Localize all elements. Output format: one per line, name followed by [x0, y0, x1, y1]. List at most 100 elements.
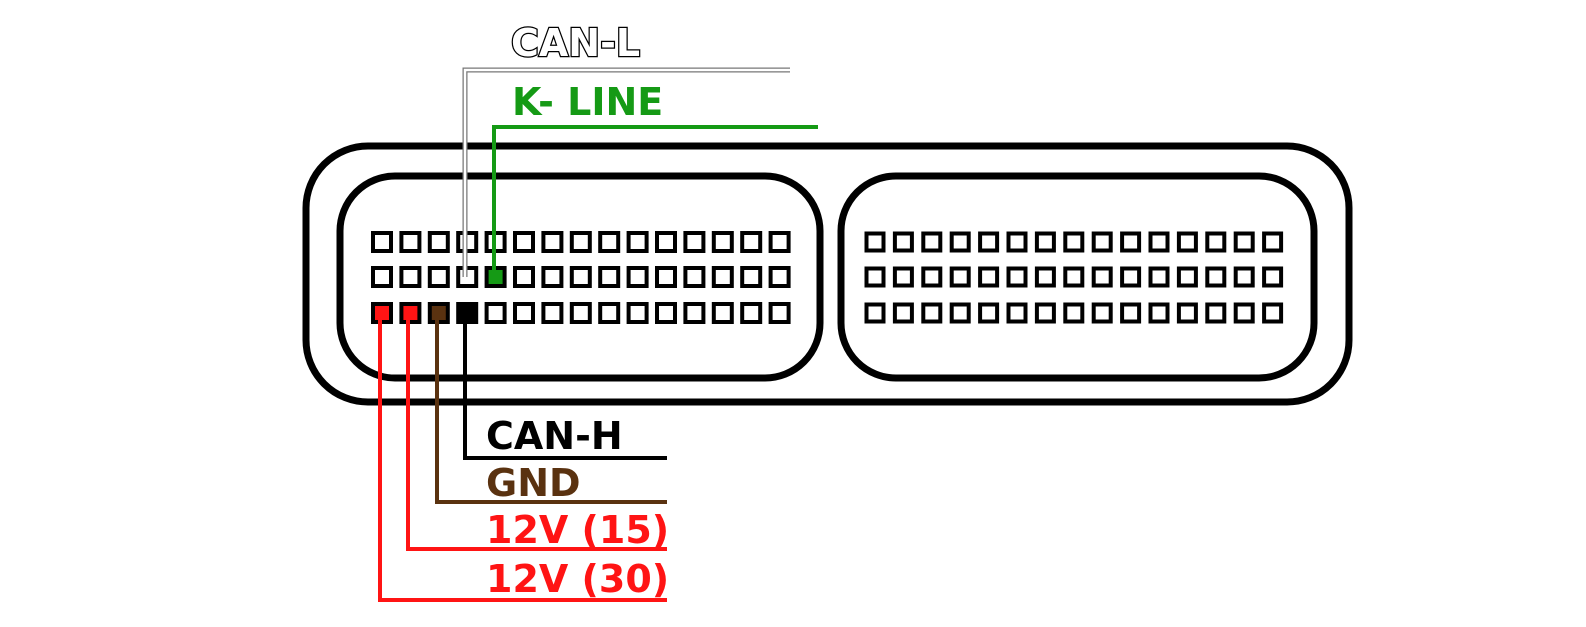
- connector-pin: [1063, 266, 1085, 288]
- connector-pin: [1205, 231, 1227, 253]
- connector-pin: [1034, 266, 1056, 288]
- connector-pin: [892, 302, 914, 324]
- connector-left-block: [336, 172, 824, 382]
- connector-pin: [1148, 266, 1170, 288]
- connector-pin: [655, 302, 677, 324]
- 12v-30-label: 12V (30): [486, 557, 669, 601]
- connector-pin: [399, 266, 422, 288]
- can-h-label: CAN-H: [486, 414, 623, 458]
- connector-pin: [1262, 231, 1284, 253]
- connector-pin: [1148, 302, 1170, 324]
- connector-pin: [1205, 302, 1227, 324]
- connector-pin: [598, 231, 621, 253]
- 12v-15-label: 12V (15): [486, 508, 669, 552]
- connector-pin: [1176, 231, 1198, 253]
- connector-pin: [569, 302, 592, 324]
- k-line-label: K- LINE: [512, 80, 663, 124]
- connector-pin: [569, 231, 592, 253]
- connector-pin: [768, 302, 791, 324]
- connector-pin: [864, 266, 886, 288]
- connector-pin: [655, 266, 677, 288]
- connector-pin: [1120, 266, 1142, 288]
- connector-pin: [1006, 302, 1028, 324]
- connector-pin: [1120, 302, 1142, 324]
- connector-pin: [1233, 266, 1255, 288]
- connector-pin: [711, 302, 734, 324]
- pin-grid: [371, 231, 1284, 324]
- gnd-wire: [435, 313, 667, 504]
- connector-pin: [1205, 266, 1227, 288]
- 12v-30-wire: [378, 313, 667, 602]
- connector-pin: [978, 266, 1000, 288]
- connector-pin: [1034, 302, 1056, 324]
- connector-pin: [711, 231, 734, 253]
- connector-pin: [371, 266, 393, 288]
- connector-pin: [1120, 231, 1142, 253]
- connector-pin: [949, 266, 971, 288]
- connector-pin: [541, 266, 564, 288]
- connector-outer-frame: [302, 142, 1353, 406]
- connector-pin: [864, 302, 886, 324]
- connector-pin: [1091, 302, 1113, 324]
- connector-pin: [484, 302, 507, 324]
- connector-pin: [1034, 231, 1056, 253]
- connector-pin: [768, 266, 791, 288]
- can-l-label: CAN-L: [511, 21, 640, 65]
- connector-pin: [456, 302, 479, 324]
- connector-pin: [626, 302, 649, 324]
- connector-pin: [1063, 302, 1085, 324]
- connector-pin: [1148, 231, 1170, 253]
- connector-pin: [399, 231, 422, 253]
- gnd-label: GND: [486, 461, 581, 505]
- connector-pin: [1262, 266, 1284, 288]
- connector-pin: [626, 231, 649, 253]
- connector-pin: [1176, 302, 1198, 324]
- can-l-wire-core: [463, 68, 790, 277]
- connector-pin: [1176, 266, 1198, 288]
- connector-pin: [978, 231, 1000, 253]
- connector-pin: [921, 231, 943, 253]
- connector-pin: [513, 302, 535, 324]
- connector-pin: [427, 231, 450, 253]
- connector-pin: [513, 231, 535, 253]
- connector-pin: [399, 302, 422, 324]
- connector-pin: [683, 302, 706, 324]
- connector-right-block: [837, 172, 1318, 382]
- connector-pin: [740, 266, 763, 288]
- connector-pin: [892, 266, 914, 288]
- connector-pin: [598, 266, 621, 288]
- connector-pin: [598, 302, 621, 324]
- connector-pin: [569, 266, 592, 288]
- connector-pin: [683, 231, 706, 253]
- connector-pin: [1006, 231, 1028, 253]
- connector-pin: [949, 231, 971, 253]
- connector-pin: [921, 266, 943, 288]
- connector-pin: [978, 302, 1000, 324]
- connector-pin: [864, 231, 886, 253]
- connector-pin: [1063, 231, 1085, 253]
- connector-pin: [1262, 302, 1284, 324]
- connector-pin: [740, 231, 763, 253]
- connector-pin: [740, 302, 763, 324]
- connector-pin: [1091, 266, 1113, 288]
- connector-pin: [768, 231, 791, 253]
- connector-pin: [541, 302, 564, 324]
- connector-pin: [1233, 231, 1255, 253]
- connector-pin: [892, 231, 914, 253]
- connector-pin: [1006, 266, 1028, 288]
- connector-pin: [949, 302, 971, 324]
- connector-pin: [1233, 302, 1255, 324]
- connector-pin: [683, 266, 706, 288]
- connector-pin: [626, 266, 649, 288]
- connector-pin: [655, 231, 677, 253]
- k-line-wire: [492, 125, 818, 277]
- connector-pin: [1091, 231, 1113, 253]
- connector-pin: [513, 266, 535, 288]
- connector-pin: [921, 302, 943, 324]
- connector-pin: [711, 266, 734, 288]
- can-h-wire: [463, 313, 667, 460]
- connector-pin: [427, 266, 450, 288]
- connector-pin: [541, 231, 564, 253]
- connector-pin: [371, 231, 393, 253]
